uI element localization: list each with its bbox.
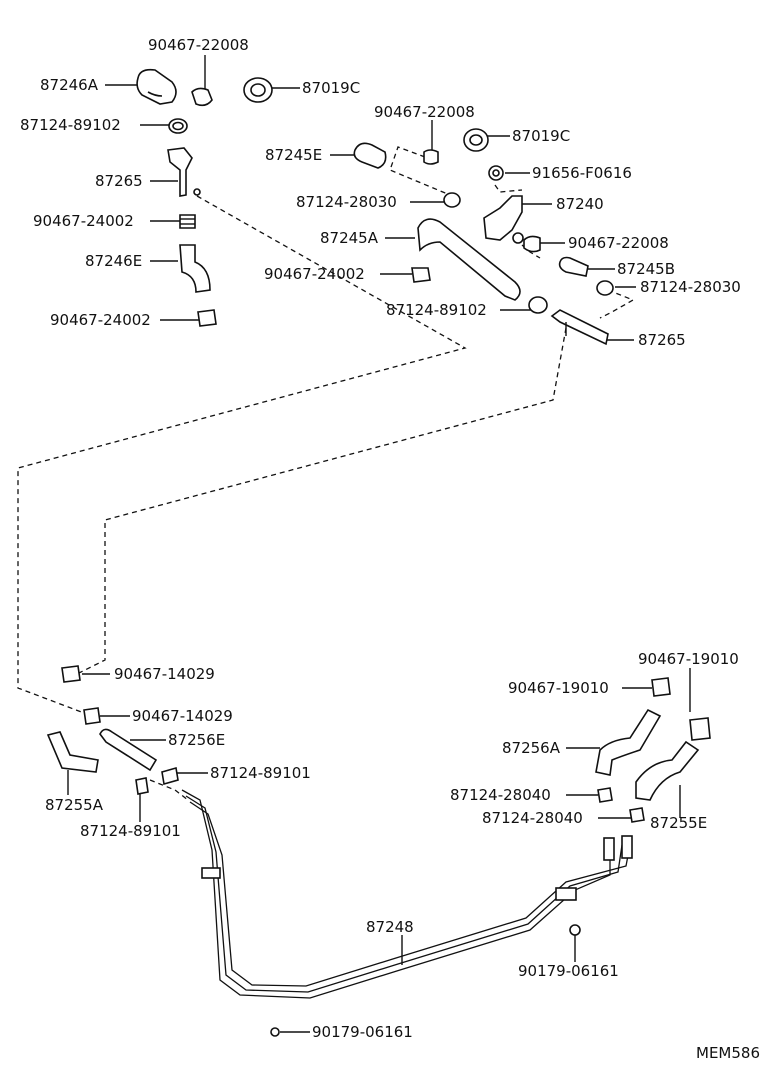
label-87256E: 87256E: [168, 731, 225, 749]
label-90467-14029: 90467-14029: [114, 665, 215, 683]
part-87124-89102-clamp-b: [528, 296, 548, 314]
label-87124-89101: 87124-89101: [210, 764, 311, 782]
part-87246A-hose: [136, 68, 177, 105]
part-87124-89101-clamp: [161, 766, 179, 786]
part-87019C-grommet: [243, 77, 273, 103]
part-87256E-hose: [99, 728, 158, 772]
part-90467-24002-clip-lower: [197, 309, 217, 327]
label-87240: 87240: [556, 195, 604, 213]
label-90467-22008: 90467-22008: [148, 36, 249, 54]
part-90467-22008-clip-b: [423, 149, 439, 165]
label-87124-28040-b: 87124-28040: [482, 809, 583, 827]
part-90467-22008-clip-c: [523, 235, 541, 253]
label-90467-14029-b: 90467-14029: [132, 707, 233, 725]
part-90467-24002-clip: [179, 214, 196, 229]
part-labels: 90467-22008 87246A 87019C 87124-89102 90…: [20, 36, 760, 1062]
part-87124-28040-clamp-b: [629, 807, 645, 823]
label-87019C-b: 87019C: [512, 127, 570, 145]
label-87124-28030: 87124-28030: [296, 193, 397, 211]
part-90467-19010-clip-b: [689, 717, 711, 741]
part-90467-19010-clip: [651, 677, 671, 697]
label-87124-28040: 87124-28040: [450, 786, 551, 804]
label-90467-19010: 90467-19010: [638, 650, 739, 668]
label-90467-24002: 90467-24002: [33, 212, 134, 230]
label-90179-06161-b: 90179-06161: [312, 1023, 413, 1041]
label-87255E: 87255E: [650, 814, 707, 832]
label-90179-06161: 90179-06161: [518, 962, 619, 980]
label-87245A: 87245A: [320, 229, 379, 247]
part-90467-24002-clip-b: [411, 267, 431, 283]
label-90467-22008-b: 90467-22008: [374, 103, 475, 121]
part-90179-06161-clip: [569, 924, 581, 936]
part-87248-pipe-assembly: [181, 789, 633, 999]
part-90467-22008-clip: [191, 87, 213, 107]
label-87124-89102: 87124-89102: [20, 116, 121, 134]
part-87240-valve: [483, 195, 524, 244]
part-90179-06161-clip-b: [270, 1027, 280, 1037]
label-90467-24002-c: 90467-24002: [50, 311, 151, 329]
label-87245E: 87245E: [265, 146, 322, 164]
part-87245E-hose: [353, 142, 387, 169]
label-87256A: 87256A: [502, 739, 561, 757]
part-87255E-hose: [635, 740, 700, 801]
label-87248: 87248: [366, 918, 414, 936]
part-87245A-hose: [417, 218, 521, 301]
part-87265-pipe: [550, 309, 609, 346]
part-87265-pipe-upper: [167, 147, 201, 197]
part-87256A-hose: [595, 708, 662, 776]
part-87124-28040-clamp: [597, 787, 613, 803]
label-91656-F0616: 91656-F0616: [532, 164, 632, 182]
part-87019C-grommet-b: [463, 128, 489, 152]
part-90467-14029-clip-b: [83, 707, 101, 725]
part-87245B-hose: [558, 256, 589, 277]
label-87124-89101-b: 87124-89101: [80, 822, 181, 840]
label-87265: 87265: [95, 172, 143, 190]
part-87124-28030-clamp-b: [596, 280, 614, 296]
label-87246E: 87246E: [85, 252, 142, 270]
label-90467-19010-b: 90467-19010: [508, 679, 609, 697]
part-87124-89101-clamp-b: [135, 777, 149, 795]
label-87245B: 87245B: [617, 260, 675, 278]
label-87255A: 87255A: [45, 796, 104, 814]
label-87124-28030-b: 87124-28030: [640, 278, 741, 296]
figure-code: MEM586: [696, 1044, 760, 1062]
part-87255A-hose: [46, 731, 99, 773]
label-87124-89102-b: 87124-89102: [386, 301, 487, 319]
label-90467-22008-c: 90467-22008: [568, 234, 669, 252]
label-90467-24002-b: 90467-24002: [264, 265, 365, 283]
label-87019C: 87019C: [302, 79, 360, 97]
label-87246A: 87246A: [40, 76, 99, 94]
part-87124-28030-clamp: [443, 192, 461, 208]
part-87246E-hose: [179, 244, 211, 293]
label-87265-b: 87265: [638, 331, 686, 349]
part-90467-14029-clip: [61, 665, 81, 683]
part-91656-F0616-nut: [488, 165, 504, 181]
part-87124-89102-clamp: [168, 118, 188, 134]
